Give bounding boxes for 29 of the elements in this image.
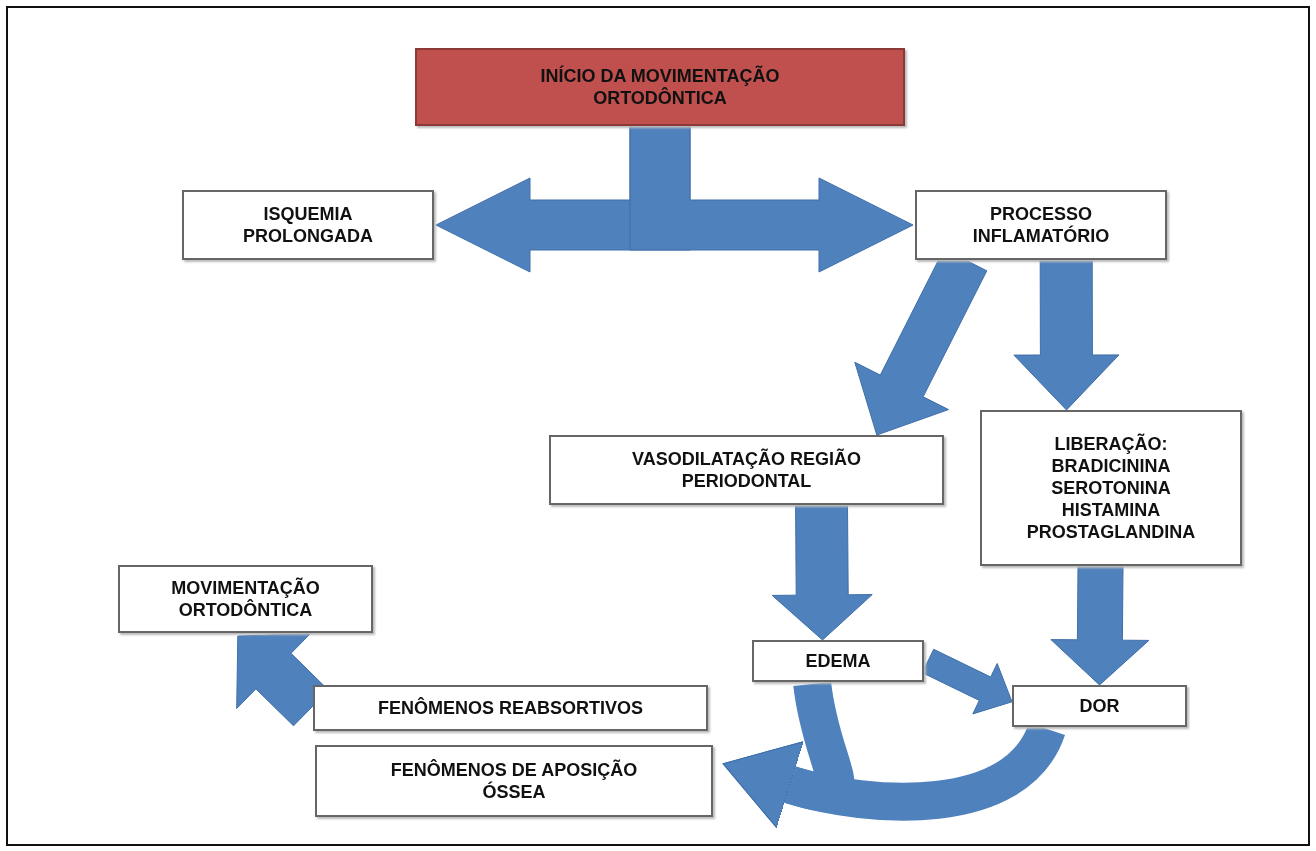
process-box	[752, 640, 924, 682]
title-box	[415, 48, 905, 126]
box-label: VASODILATAÇÃO REGIÃO PERIODONTAL	[631, 448, 862, 492]
process-box	[980, 410, 1242, 566]
process-box	[915, 190, 1167, 260]
block-arrow	[771, 504, 873, 641]
box-label: ISQUEMIA PROLONGADA	[242, 203, 374, 247]
block-arrow	[1050, 565, 1150, 686]
block-arrow	[629, 125, 914, 273]
process-box	[1012, 685, 1187, 727]
box-label: FENÔMENOS REABSORTIVOS	[378, 697, 643, 719]
box-label: PROSTAGLANDINA	[1026, 521, 1196, 543]
process-box	[313, 685, 708, 731]
box-label: LIBERAÇÃO:	[1054, 433, 1168, 455]
box-label: BRADICININA	[1051, 455, 1171, 477]
process-box	[182, 190, 434, 260]
box-label: PROCESSO INFLAMATÓRIO	[971, 203, 1111, 247]
box-label: EDEMA	[805, 650, 871, 672]
process-box	[118, 565, 373, 633]
block-arrow	[921, 648, 1013, 715]
process-box	[315, 745, 713, 817]
block-arrow	[1013, 259, 1120, 411]
box-label: SEROTONINA	[1051, 477, 1171, 499]
box-label: INÍCIO DA MOVIMENTAÇÃO ORTODÔNTICA	[539, 65, 781, 109]
process-box	[549, 435, 944, 505]
box-label: MOVIMENTAÇÃO ORTODÔNTICA	[170, 577, 321, 621]
box-label: HISTAMINA	[1061, 499, 1161, 521]
box-label: FENÔMENOS DE APOSIÇÃO ÓSSEA	[389, 759, 639, 803]
box-label: DOR	[1079, 695, 1120, 717]
